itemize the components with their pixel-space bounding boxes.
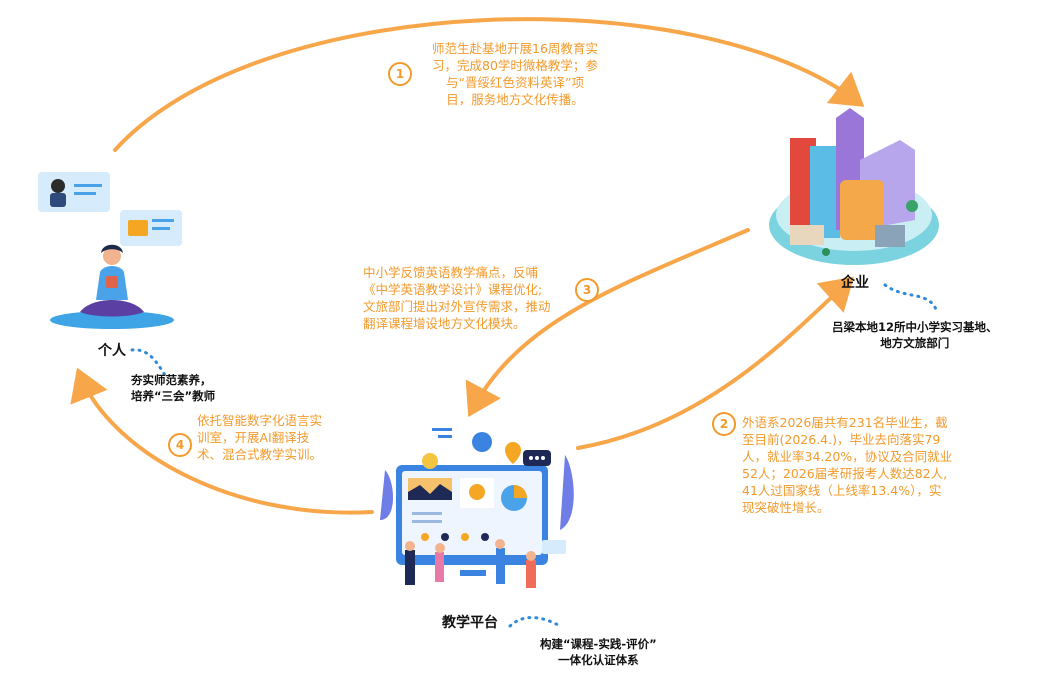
individual-label: 个人	[98, 343, 126, 359]
step-2-line: 人，就业率34.20%，协议及合同就业	[742, 449, 953, 464]
step-1-line: 与“晋绥红色资料英译”项	[446, 75, 584, 90]
step-2-line: 52人；2026届考研报考人数达82人,	[742, 466, 948, 481]
step-3-badge: 3	[575, 278, 599, 302]
step-2-line: 现突破性增长。	[742, 500, 830, 515]
arrow-platform-to-individual	[70, 367, 374, 515]
step-4-text: 依托智能数字化语言实 训室，开展AI翻译技 术、混合式教学实训。	[197, 412, 357, 463]
individual-note: 夯实师范素养， 培养“三会”教师	[131, 372, 215, 404]
individual-note-line-1: 夯实师范素养，	[131, 373, 212, 387]
step-3-line: 中小学反馈英语教学痛点，反哺	[363, 265, 539, 280]
enterprise-note: 吕梁本地12所中小学实习基地、 地方文旅部门	[832, 319, 998, 351]
step-2-line: 至目前(2026.4.)，毕业去向落实79	[742, 432, 941, 447]
arrow-enterprise-to-platform	[465, 228, 750, 418]
step-2-text: 外语系2026届共有231名毕业生，截 至目前(2026.4.)，毕业去向落实7…	[742, 414, 1007, 516]
step-3-text: 中小学反馈英语教学痛点，反哺 《中学英语教学设计》课程优化; 文旅部门提出对外宣…	[363, 264, 573, 332]
step-2-line: 41人过国家线（上线率13.4%），实	[742, 483, 942, 498]
step-1-line: 师范生赴基地开展16周教育实	[432, 41, 598, 56]
step-3-line: 翻译课程增设地方文化模块。	[363, 316, 526, 331]
enterprise-note-line-2: 地方文旅部门	[880, 336, 950, 350]
step-4-line: 术、混合式教学实训。	[197, 447, 323, 462]
platform-note: 构建“课程-实践-评价” 一体化认证体系	[540, 636, 657, 668]
step-3-line: 文旅部门提出对外宣传需求，推动	[363, 299, 551, 314]
dotted-connector-enterprise	[883, 283, 939, 314]
step-1-badge: 1	[388, 62, 412, 86]
platform-label: 教学平台	[442, 615, 498, 631]
step-1-text: 师范生赴基地开展16周教育实 习，完成80学时微格教学；参 与“晋绥红色资料英译…	[415, 40, 615, 108]
step-2-line: 外语系2026届共有231名毕业生，截	[742, 415, 948, 430]
step-2-badge: 2	[712, 412, 736, 436]
step-1-line: 习，完成80学时微格教学；参	[432, 58, 598, 73]
arrow-individual-to-enterprise	[113, 17, 865, 152]
enterprise-label: 企业	[841, 275, 869, 291]
step-4-line: 依托智能数字化语言实	[197, 413, 323, 428]
enterprise-note-line-1: 吕梁本地12所中小学实习基地、	[832, 320, 998, 334]
step-4-badge: 4	[168, 433, 192, 457]
dotted-connector-individual	[130, 348, 167, 377]
platform-note-line-1: 构建“课程-实践-评价”	[540, 637, 657, 651]
step-1-line: 目，服务地方文化传播。	[446, 92, 584, 107]
dotted-connector-platform	[508, 616, 560, 628]
platform-note-line-2: 一体化认证体系	[558, 653, 639, 667]
arrow-platform-to-enterprise	[576, 276, 854, 450]
step-4-line: 训室，开展AI翻译技	[197, 430, 310, 445]
individual-note-line-2: 培养“三会”教师	[131, 389, 216, 403]
step-3-line: 《中学英语教学设计》课程优化;	[363, 282, 543, 297]
